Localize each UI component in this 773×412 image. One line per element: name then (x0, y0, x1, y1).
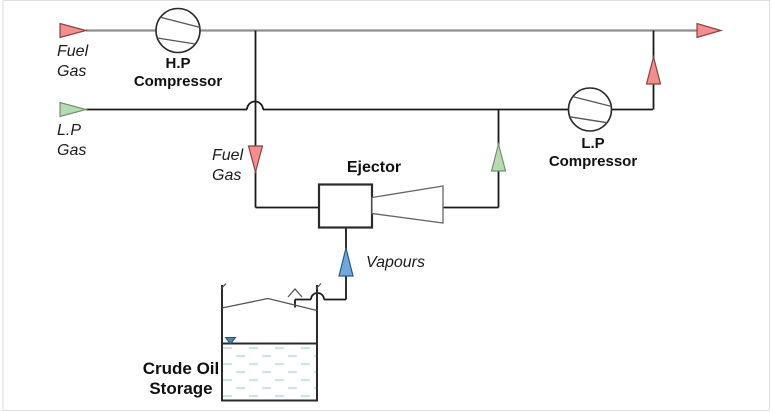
fuel-gas-feed-label: Fuel (57, 43, 89, 60)
lp-compressor-symbol (567, 87, 613, 132)
lp-gas-inlet-arrow-icon (59, 101, 89, 118)
vapours-label: Vapours (366, 254, 425, 271)
fuel-gas-to-ejector-label: Gas (212, 167, 241, 184)
vapour-line (294, 227, 347, 308)
crude-oil-storage-label: Crude Oil (143, 359, 220, 378)
ejector-symbol (317, 183, 444, 229)
fuel-gas-to-ejector-label: Fuel (212, 147, 244, 164)
hp-compressor-vane (157, 37, 196, 45)
ejector-discharge-up-arrow-icon (490, 141, 507, 172)
hp-compressor-label: H.P (165, 55, 190, 72)
hp-compressor-symbol (155, 7, 201, 54)
crude-oil-tank (220, 283, 322, 402)
fuel-gas-inlet-arrow-icon (59, 22, 89, 39)
fuel-gas-drop-line (254, 30, 319, 209)
export-arrow-icon (696, 22, 724, 39)
lp-compressor-label: Compressor (549, 153, 638, 170)
lp-compressor-vane (572, 95, 612, 108)
level-indicator-icon (224, 337, 237, 345)
ejector-label: Ejector (347, 159, 401, 176)
crude-oil-storage-label: Storage (149, 379, 212, 398)
vent-arrow-icon (287, 288, 303, 298)
tank-wall-ticks (220, 283, 322, 290)
ejector-body (317, 183, 374, 229)
hp-compressor-vane (160, 16, 200, 29)
vapour-up-arrow-icon (338, 247, 354, 277)
hp-compressor-circle (155, 7, 201, 54)
ejector-diffuser (371, 185, 444, 224)
fuel-gas-down-arrow-icon (247, 145, 264, 175)
lp-compressor-vane (569, 116, 608, 124)
lp-compressor-label: L.P (581, 135, 604, 152)
lp-gas-feed-label: Gas (57, 142, 86, 159)
tank-liquid (223, 344, 316, 400)
lp-compressor-circle (567, 87, 613, 132)
fuel-gas-feed-label: Gas (57, 63, 86, 80)
hp-compressor-label: Compressor (134, 73, 223, 90)
tank-roof (221, 297, 318, 312)
lp-gas-feed-label: L.P (57, 122, 81, 139)
ejector-discharge-line (443, 109, 500, 209)
lp-discharge-up-arrow-icon (645, 54, 662, 85)
